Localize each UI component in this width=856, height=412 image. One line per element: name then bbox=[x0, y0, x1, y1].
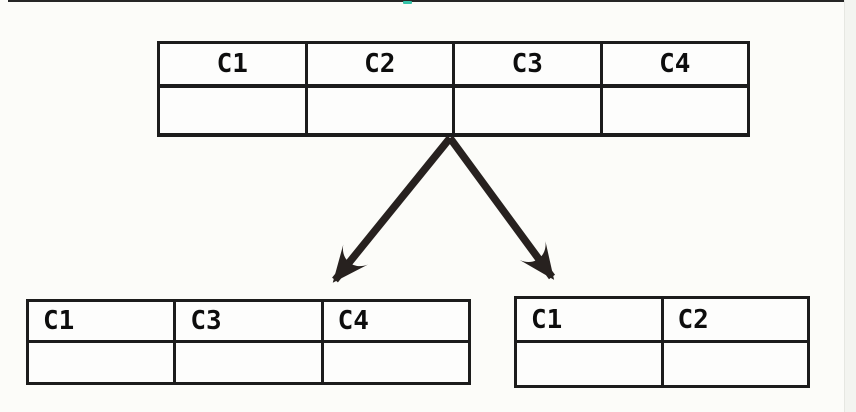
fragment-right-table: C1 C2 bbox=[514, 296, 810, 388]
source-empty-cell bbox=[304, 84, 455, 137]
source-col-header: C4 bbox=[599, 41, 750, 88]
split-arrow-right bbox=[446, 135, 556, 280]
source-empty-cell bbox=[452, 84, 603, 137]
source-empty-cell bbox=[157, 84, 308, 137]
fragment-left-empty-cell bbox=[173, 340, 324, 385]
source-col-header: C2 bbox=[304, 41, 455, 88]
source-col-header: C1 bbox=[157, 41, 308, 88]
fragment-right-empty-row bbox=[514, 340, 810, 388]
fragment-right-header-row: C1 C2 bbox=[514, 296, 810, 343]
fragment-left-col-header: C1 bbox=[25, 299, 177, 343]
fragment-left-empty-cell bbox=[25, 340, 177, 385]
fragment-left-col-header: C3 bbox=[173, 299, 324, 343]
fragment-right-empty-cell bbox=[514, 340, 664, 388]
fragment-left-header-row: C1 C3 C4 bbox=[25, 299, 472, 343]
fragment-left-empty-cell bbox=[320, 340, 472, 385]
right-edge-band bbox=[844, 0, 856, 412]
fragment-right-col-header: C1 bbox=[514, 296, 664, 343]
source-empty-cell bbox=[599, 84, 750, 137]
fragment-right-col-header: C2 bbox=[660, 296, 810, 343]
source-header-row: C1 C2 C3 C4 bbox=[157, 41, 750, 88]
source-empty-row bbox=[157, 84, 750, 137]
split-arrow-left bbox=[332, 135, 453, 283]
source-col-header: C3 bbox=[452, 41, 603, 88]
fragment-left-table: C1 C3 C4 bbox=[25, 299, 472, 385]
source-table: C1 C2 C3 C4 bbox=[157, 41, 750, 137]
teal-artifact-mark bbox=[403, 1, 412, 4]
top-border-line bbox=[8, 0, 848, 2]
fragment-left-col-header: C4 bbox=[320, 299, 472, 343]
fragment-right-empty-cell bbox=[660, 340, 810, 388]
fragment-left-empty-row bbox=[25, 340, 472, 385]
